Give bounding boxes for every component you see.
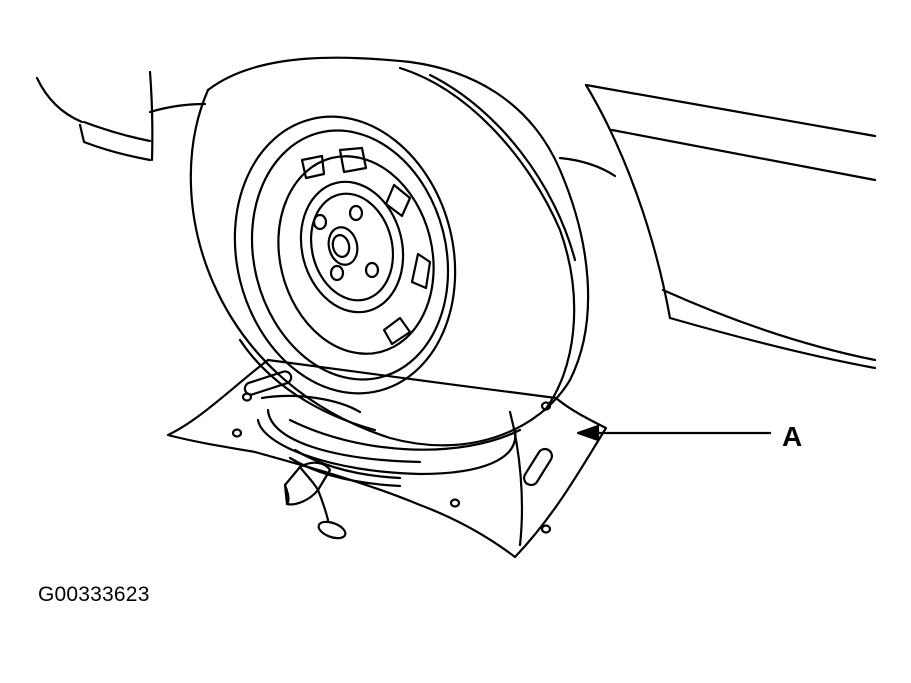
lug-nut xyxy=(331,266,343,280)
plate-hole xyxy=(233,430,241,437)
right-fender xyxy=(560,85,875,368)
hub-cap xyxy=(325,224,361,268)
callout-leader-arrow xyxy=(578,426,770,440)
plate-hole xyxy=(542,526,550,533)
turntable-plate xyxy=(168,360,606,557)
locking-pin xyxy=(285,463,348,542)
wheel-rim xyxy=(206,93,483,417)
figure-id: G00333623 xyxy=(38,583,150,606)
plate-hole xyxy=(451,500,459,507)
plate-slot xyxy=(243,370,293,396)
lug-nut xyxy=(366,263,378,277)
lug-nut xyxy=(314,215,326,229)
left-fender xyxy=(37,72,205,160)
plate-slot xyxy=(523,447,553,487)
rim-vent xyxy=(302,148,430,344)
callout-label: A xyxy=(782,421,803,452)
lug-nut xyxy=(350,206,362,220)
tire xyxy=(191,58,588,450)
